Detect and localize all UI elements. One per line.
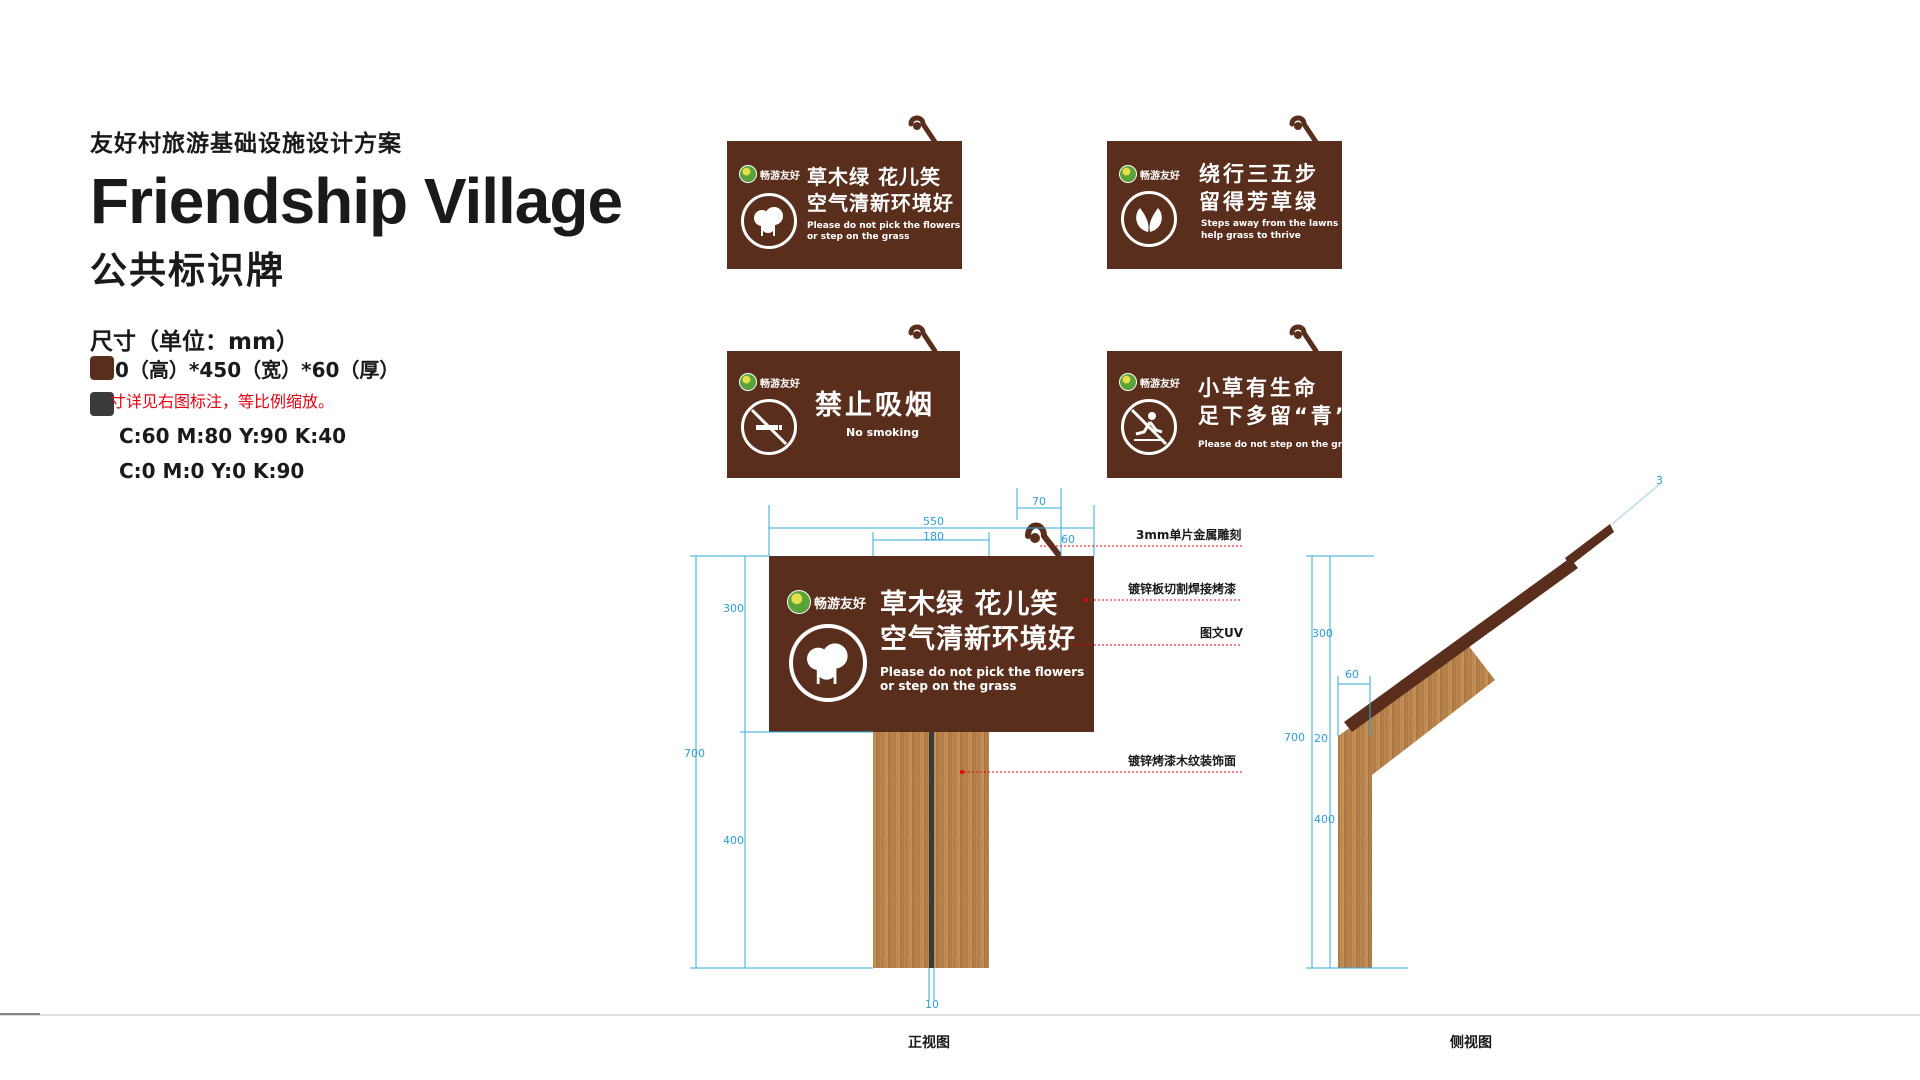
sub-title: 公共标识牌 — [90, 249, 285, 292]
color-swatch-dark — [90, 392, 114, 416]
dim-gap-width: 10 — [925, 998, 939, 1011]
dim-post-width: 180 — [923, 530, 944, 543]
sign-logo: 畅游友好 — [787, 590, 866, 614]
size-value: 0（高）*450（宽）*60（厚） — [115, 358, 400, 382]
front-hook-ornament-icon — [1025, 522, 1061, 557]
sign-logo: 畅游友好 — [1119, 373, 1180, 391]
side-view-label: 侧视图 — [1450, 1035, 1492, 1051]
color-swatch-brown — [90, 356, 114, 380]
front-center-gap — [929, 732, 934, 968]
sign-en-line1: No smoking — [846, 426, 919, 439]
dim-side-total-height: 700 — [1284, 731, 1305, 744]
sign-en-line1: Please do not step on the grass — [1198, 440, 1359, 450]
hook-ornament-icon — [908, 324, 938, 354]
project-title: 友好村旅游基础设施设计方案 — [90, 131, 402, 157]
dim-side-post-height: 400 — [1314, 813, 1335, 826]
no-stepping-icon — [1121, 399, 1177, 455]
dim-side-thickness: 3 — [1656, 474, 1663, 487]
sign-logo: 畅游友好 — [739, 165, 800, 183]
front-en-line2: or step on the grass — [880, 679, 1017, 693]
sign-en-line2: or step on the grass — [807, 232, 910, 242]
trees-icon — [741, 193, 797, 249]
dim-hook-offset: 60 — [1061, 533, 1075, 546]
annotation-uv-print: 图文UV — [1200, 626, 1244, 640]
front-cn-line2: 空气清新环境好 — [880, 624, 1076, 655]
hook-ornament-icon — [1289, 324, 1319, 354]
leaves-icon — [1121, 191, 1177, 247]
trees-icon — [789, 624, 867, 702]
side-view-drawing — [1338, 483, 1661, 968]
sign-cn-line2: 留得芳草绿 — [1199, 190, 1319, 214]
dim-side-board-height: 300 — [1312, 627, 1333, 640]
front-board-content: 畅游友好 草木绿 花儿笑 空气清新环境好 Please do not pick … — [769, 556, 1094, 732]
globe-logo-icon — [739, 165, 757, 183]
hook-ornament-icon — [908, 115, 938, 145]
sign-cn-line1: 小草有生命 — [1198, 376, 1318, 400]
main-title: Friendship Village — [90, 165, 623, 237]
dim-total-height: 700 — [684, 747, 705, 760]
globe-logo-icon — [1119, 373, 1137, 391]
annotation-metal-engraving: 3mm单片金属雕刻 — [1136, 528, 1242, 542]
cmyk-value-brown: C:60 M:80 Y:90 K:40 — [119, 424, 347, 448]
front-view-label: 正视图 — [908, 1035, 950, 1051]
dim-post-height: 400 — [723, 834, 744, 847]
hook-ornament-icon — [1289, 115, 1319, 145]
annotation-galvanized-board: 镀锌板切割焊接烤漆 — [1128, 582, 1237, 596]
sign-logo: 畅游友好 — [739, 373, 800, 391]
sign-board-3: 畅游友好 禁止吸烟 No smoking — [727, 351, 960, 478]
sign-cn-line2: 足下多留“青” — [1198, 404, 1352, 428]
dim-side-board-depth: 60 — [1345, 668, 1359, 681]
dim-side-joint: 20 — [1314, 732, 1328, 745]
sign-en-line1: Please do not pick the flowers — [807, 221, 961, 231]
sign-cn-line2: 空气清新环境好 — [807, 191, 954, 215]
cmyk-value-dark: C:0 M:0 Y:0 K:90 — [119, 459, 305, 483]
globe-logo-icon — [739, 373, 757, 391]
front-en-line1: Please do not pick the flowers — [880, 665, 1085, 679]
sign-board-2: 畅游友好 绕行三五步 留得芳草绿 Steps away from the law… — [1107, 141, 1342, 269]
size-label: 尺寸（单位：mm） — [90, 329, 299, 355]
front-cn-line1: 草木绿 花儿笑 — [880, 589, 1059, 620]
dim-total-width: 550 — [923, 515, 944, 528]
dim-board-height: 300 — [723, 602, 744, 615]
size-note: 寸详见右图标注，等比例缩放。 — [110, 392, 335, 411]
dim-hook-width: 70 — [1032, 495, 1046, 508]
sign-logo: 畅游友好 — [1119, 165, 1180, 183]
globe-logo-icon — [1119, 165, 1137, 183]
sign-cn-line1: 绕行三五步 — [1199, 162, 1319, 186]
sign-en-line2: help grass to thrive — [1201, 231, 1301, 241]
sign-cn-line1: 草木绿 花儿笑 — [807, 165, 941, 189]
annotation-wood-finish: 镀锌烤漆木纹装饰面 — [1128, 754, 1237, 768]
globe-logo-icon — [787, 590, 811, 614]
sign-cn-line1: 禁止吸烟 — [815, 390, 935, 421]
sign-board-1: 畅游友好 草木绿 花儿笑 空气清新环境好 Please do not pick … — [727, 141, 962, 269]
sign-board-4: 畅游友好 小草有生命 足下多留“青” Please do not step on… — [1107, 351, 1359, 478]
no-smoking-icon — [741, 399, 797, 455]
sign-en-line1: Steps away from the lawns — [1201, 219, 1339, 229]
